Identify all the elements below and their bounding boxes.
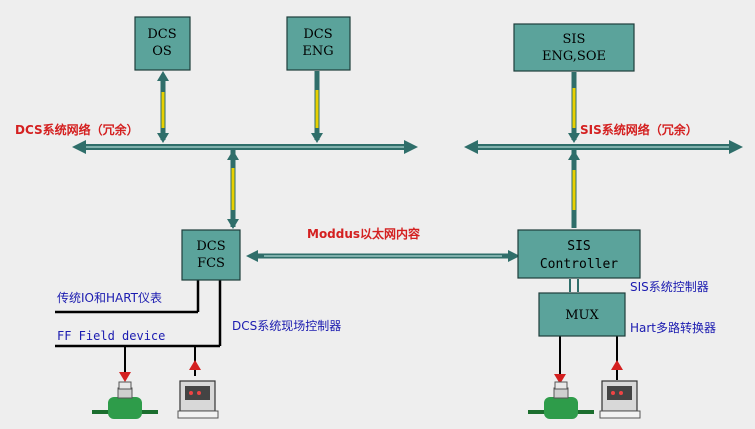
link-eng-to-dcs-net <box>311 71 323 143</box>
sis-eng-soe-box[interactable]: SIS ENG,SOE <box>513 23 635 72</box>
modbus-label: Moddus以太网内容 <box>307 226 420 241</box>
dcs-field-controller-label: DCS系统现场控制器 <box>232 319 341 333</box>
sis-network-bus <box>464 140 743 154</box>
svg-text:DCS: DCS <box>147 27 176 42</box>
dcs-os-box[interactable]: DCS OS <box>134 16 191 71</box>
transmitter-icon <box>177 380 219 419</box>
sis-transmitter-icon <box>599 380 641 419</box>
svg-text:ENG: ENG <box>302 44 333 59</box>
svg-text:SIS: SIS <box>563 32 586 47</box>
sis-controller-box[interactable]: SIS Controller <box>517 229 641 279</box>
link-sis-ctrl-to-sis-net <box>568 150 580 228</box>
sis-network-label: SIS系统网络（冗余） <box>580 122 698 137</box>
link-mux-to-sis-ctrl <box>569 279 579 292</box>
control-valve-icon <box>92 381 158 419</box>
mux-field-wiring <box>554 336 623 384</box>
dcs-network-label: DCS系统网络（冗余） <box>15 122 139 137</box>
sis-system-controller-label: SIS系统控制器 <box>630 280 709 294</box>
legacy-io-label: 传统IO和HART仪表 <box>57 290 162 305</box>
svg-text:SIS: SIS <box>567 239 590 254</box>
svg-text:FCS: FCS <box>197 256 225 271</box>
link-sis-eng-to-sis-net <box>568 72 580 143</box>
svg-text:Controller: Controller <box>540 257 618 272</box>
mux-box[interactable]: MUX <box>538 292 626 337</box>
svg-text:MUX: MUX <box>565 308 599 323</box>
svg-text:ENG,SOE: ENG,SOE <box>542 49 606 64</box>
sis-valve-icon <box>528 381 594 419</box>
svg-text:DCS: DCS <box>303 27 332 42</box>
dcs-network-bus <box>72 140 418 154</box>
fcs-field-wiring <box>55 280 222 382</box>
svg-text:OS: OS <box>152 44 172 59</box>
link-fcs-to-dcs-net <box>227 150 239 229</box>
hart-mux-label: Hart多路转换器 <box>630 320 716 335</box>
link-os-to-dcs-net <box>157 71 169 143</box>
dcs-fcs-box[interactable]: DCS FCS <box>181 229 241 281</box>
svg-text:DCS: DCS <box>196 239 225 254</box>
modbus-link <box>246 250 520 262</box>
ff-device-label: FF Field device <box>57 329 165 343</box>
dcs-eng-box[interactable]: DCS ENG <box>286 16 351 71</box>
